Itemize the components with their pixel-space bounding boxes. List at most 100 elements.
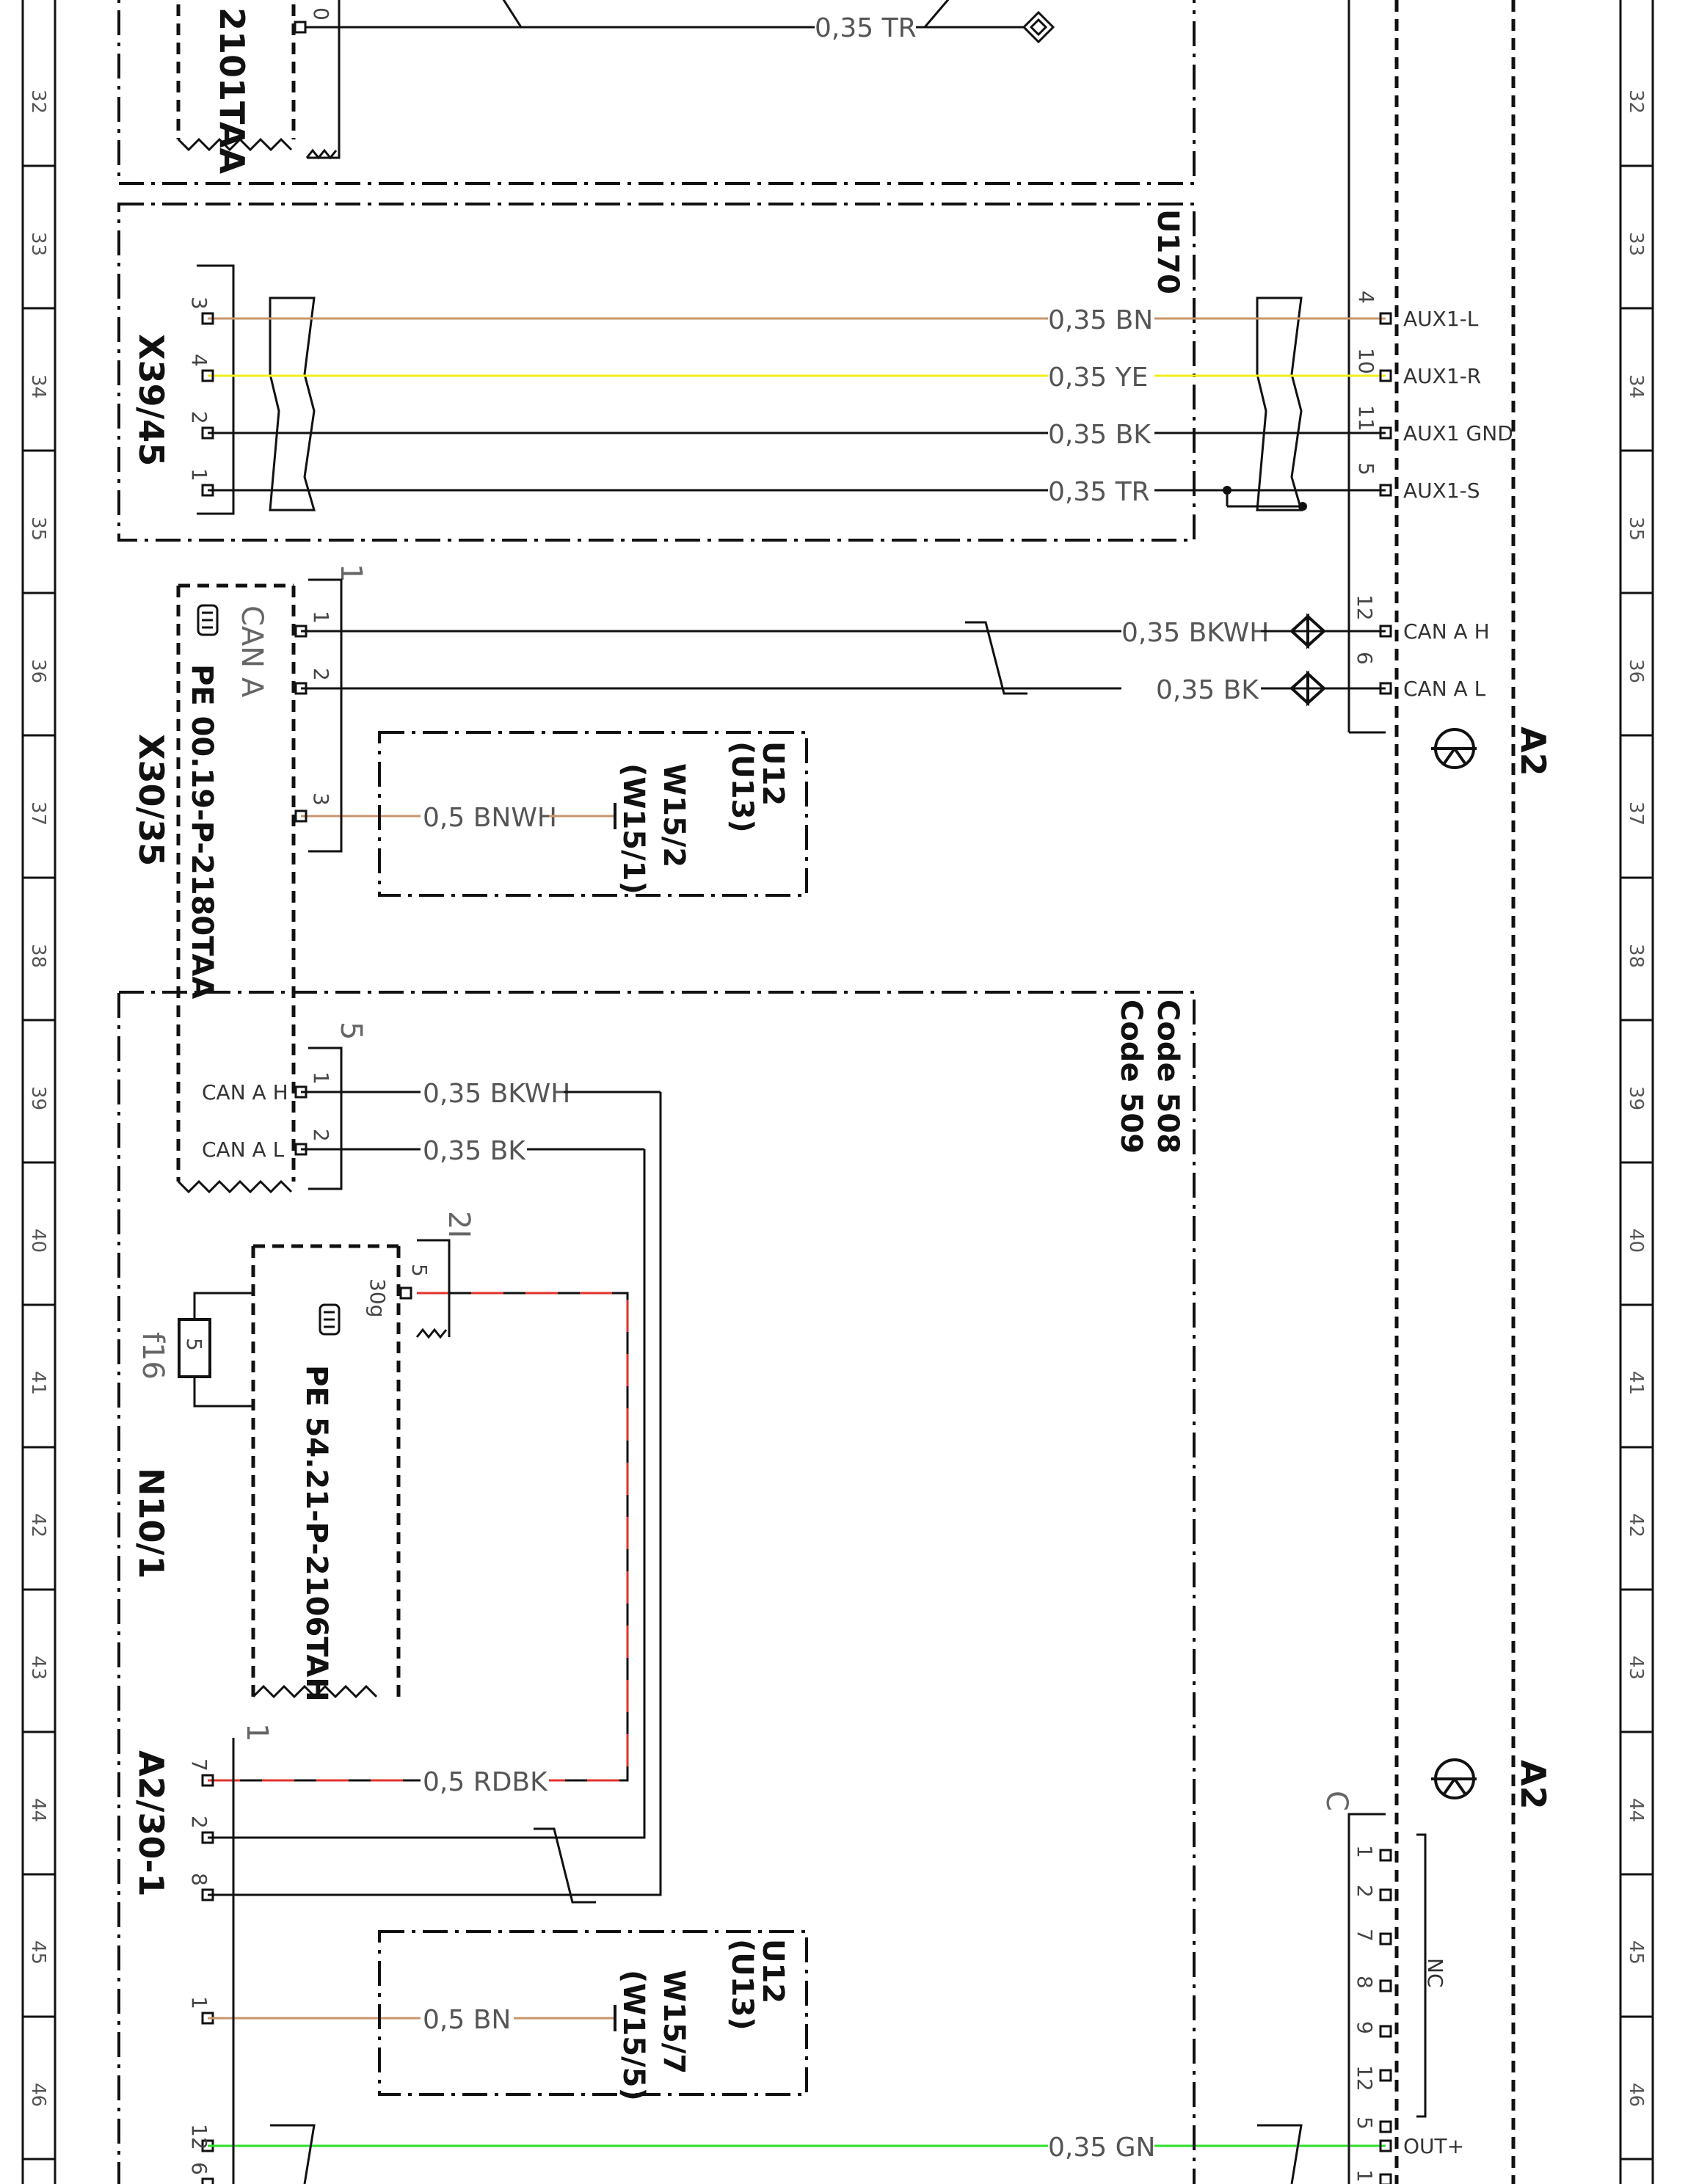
c-pin-label: 12 bbox=[1353, 2065, 1377, 2092]
pin-terminal bbox=[1379, 2120, 1392, 2133]
pin-terminal bbox=[1379, 369, 1392, 382]
pin-terminal bbox=[1379, 2025, 1392, 2038]
pin-terminal bbox=[201, 312, 214, 325]
grid-row-label-left: 33 bbox=[27, 232, 49, 256]
w15-2-box bbox=[378, 731, 808, 897]
wire-label: 0,35 BK bbox=[1048, 420, 1152, 450]
signal-label: OUT+ bbox=[1403, 2134, 1464, 2158]
top-pin-label: 0 bbox=[309, 7, 333, 21]
c-bracket bbox=[1347, 1813, 1386, 2184]
nc-bracket bbox=[1416, 1833, 1427, 2118]
a2-30-1-label: A2/30-1 bbox=[131, 1750, 171, 1897]
shield-sleeve-left bbox=[269, 296, 316, 512]
grid-row-label-right: 37 bbox=[1625, 801, 1647, 826]
grid-row-label-right: 45 bbox=[1625, 1940, 1647, 1965]
twist-mark-1 bbox=[965, 621, 1027, 695]
grid-row-label-right: 35 bbox=[1625, 517, 1647, 541]
can-b-pin-label: 1 bbox=[309, 1071, 333, 1085]
top-pin-terminal bbox=[294, 21, 307, 34]
pin-terminal bbox=[399, 1286, 412, 1300]
pin-terminal bbox=[201, 1888, 214, 1901]
fuse-hdr: 2I bbox=[442, 1211, 476, 1238]
twist-mark-2 bbox=[534, 1827, 596, 1904]
a2-pin-label: 11 bbox=[1354, 405, 1378, 432]
grid-row-label-left: 45 bbox=[27, 1940, 49, 1965]
wire-label: 0,35 BKWH bbox=[423, 1079, 570, 1109]
u170-box bbox=[117, 203, 1196, 542]
pin-terminal bbox=[201, 484, 214, 497]
pin-terminal bbox=[1379, 312, 1392, 325]
x30-35-label: X30/35 bbox=[131, 734, 171, 866]
x39-pin-label: 2 bbox=[187, 411, 211, 424]
a2-30-1-pin-label: 12 bbox=[187, 2124, 211, 2150]
grid-row-label-left: 39 bbox=[27, 1086, 49, 1110]
grid-row-label-right: 40 bbox=[1625, 1228, 1647, 1253]
n10-1-fuse-module: N10/1 PE 54.21-P-2106TAH 5 f16 30g 5 2I bbox=[131, 1211, 476, 1702]
grid-row-label-left: 35 bbox=[27, 517, 49, 541]
can-b-signal-label: CAN A L bbox=[202, 1138, 285, 1162]
grid-row-label-right: 38 bbox=[1625, 944, 1647, 968]
u12-label-a: U12 bbox=[756, 741, 790, 806]
pin-terminal bbox=[1379, 2173, 1392, 2184]
x39-45-connector bbox=[197, 264, 235, 515]
pin-terminal bbox=[1379, 1932, 1392, 1945]
c-pin-label: 7 bbox=[1353, 1929, 1377, 1942]
a2-30-1-hdr: 1 bbox=[240, 1723, 274, 1741]
x39-pin-label: 1 bbox=[187, 468, 211, 481]
u13-label-a: (U13) bbox=[725, 741, 759, 833]
pe-fuse-label: PE 54.21-P-2106TAH bbox=[299, 1365, 333, 1702]
pin-terminal bbox=[1379, 1979, 1392, 1992]
grid-row-label-left: 41 bbox=[27, 1371, 49, 1395]
wire-label: 0,5 BNWH bbox=[423, 803, 557, 833]
x30-35-connector: X30/35 PE 00.19-P-2180TAA CAN A bbox=[131, 578, 343, 1194]
wire-label: 0,35 GN bbox=[1048, 2133, 1155, 2163]
code-508-label: Code 508 bbox=[1151, 1000, 1185, 1154]
wire-label: 0,35 BKWH bbox=[1121, 618, 1269, 648]
pe-can-label: PE 00.19-P-2180TAA bbox=[185, 664, 219, 999]
pin-terminal bbox=[1379, 1849, 1392, 1862]
a2-30-1-pin-label: 6 bbox=[187, 2162, 211, 2175]
pin-terminal bbox=[201, 369, 214, 382]
pin-terminal bbox=[201, 1831, 214, 1844]
wire-label: 0,35 BN bbox=[1048, 305, 1153, 335]
grid-row-label-right: 33 bbox=[1625, 232, 1647, 256]
pin-terminal bbox=[1379, 1888, 1392, 1901]
code-509-label: Code 509 bbox=[1114, 1000, 1148, 1154]
pin-terminal bbox=[1379, 426, 1392, 440]
grid-row-label-left: 44 bbox=[27, 1798, 49, 1822]
wire-label: 0,35 BK bbox=[423, 1136, 526, 1166]
can-b-route bbox=[208, 1092, 662, 1896]
fuse-pin-5: 5 bbox=[407, 1264, 432, 1277]
grid-row-label-right: 39 bbox=[1625, 1086, 1647, 1110]
signal-label: AUX1-L bbox=[1403, 307, 1479, 331]
wire-label: 0,35 BK bbox=[1156, 675, 1259, 705]
pin-terminal bbox=[294, 625, 308, 638]
signal-label: AUX1-S bbox=[1403, 478, 1480, 503]
pin-terminal bbox=[294, 1143, 308, 1156]
grid-row-label-right: 32 bbox=[1625, 90, 1647, 114]
a2-30-1-pin-label: 2 bbox=[187, 1816, 211, 1829]
wire-label: 0,5 BN bbox=[423, 2005, 511, 2035]
a2-label-bottom: A2 bbox=[1513, 1760, 1553, 1810]
grid-row-label-left: 46 bbox=[27, 2083, 49, 2107]
pin-terminal bbox=[201, 2177, 214, 2184]
pin-terminal bbox=[201, 426, 214, 440]
wire-label: 0,35 YE bbox=[1048, 363, 1148, 393]
x30-pin3-label: 3 bbox=[309, 793, 333, 806]
can-pin-label: 2 bbox=[309, 668, 333, 681]
wire-label: 0,5 RDBK bbox=[423, 1767, 548, 1797]
pin-terminal bbox=[201, 1774, 214, 1787]
grid-row-label-right: 36 bbox=[1625, 659, 1647, 683]
code-508-509-box bbox=[117, 991, 1196, 2184]
w15-2-label: W15/2 bbox=[657, 763, 691, 867]
can-out-pin-label: 12 bbox=[1353, 594, 1377, 621]
ground-symbol-bottom bbox=[1431, 1758, 1477, 1799]
grid-row-label-left: 37 bbox=[27, 801, 49, 826]
top-box bbox=[117, 0, 1196, 185]
signal-label: AUX1 GND bbox=[1403, 421, 1513, 445]
grid-row-label-left: 38 bbox=[27, 944, 49, 968]
pin-terminal bbox=[1379, 2069, 1392, 2082]
fuse-pin-30g: 30g bbox=[365, 1278, 390, 1317]
